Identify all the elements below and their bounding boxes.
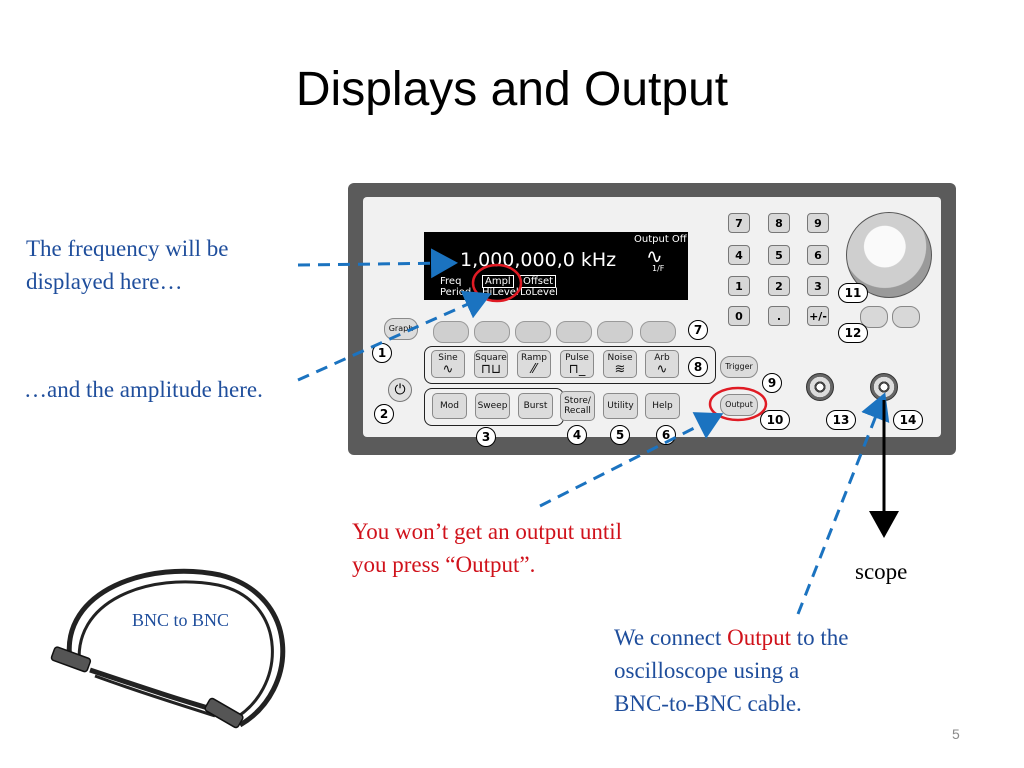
key-5[interactable]: 5 [768,245,790,265]
frequency-annotation-line2: displayed here… [26,269,183,294]
key-decimal[interactable]: . [768,306,790,326]
graph-button[interactable]: Graph [384,318,418,340]
callout-11: 11 [838,283,868,303]
softkey-label-ampl: Ampl [482,275,514,288]
store-recall-button[interactable]: Store/ Recall [560,391,595,421]
callout-9: 9 [762,373,782,393]
output-highlight-circle [708,386,768,422]
page-number: 5 [952,726,960,742]
sine-display-icon: ∿ [646,244,663,268]
arb-button[interactable]: Arb∿ [645,350,679,378]
connect-annotation-line3: BNC-to-BNC cable. [614,691,802,716]
key-1[interactable]: 1 [728,276,750,296]
sweep-button[interactable]: Sweep [475,393,510,419]
output-annotation-line2: you press “Output”. [352,552,536,577]
connect-pre: We connect [614,625,728,650]
period-label: 1/F [652,264,665,273]
callout-3: 3 [476,427,496,447]
power-icon[interactable]: ⏻ [388,378,412,402]
trigger-button[interactable]: Trigger [720,356,758,378]
arrow-right-button[interactable] [892,306,920,328]
ramp-button[interactable]: Ramp⁄⁄ [517,350,551,378]
callout-8: 8 [688,357,708,377]
utility-button[interactable]: Utility [603,393,638,419]
softkey-6[interactable] [640,321,676,343]
sine-button-label: Sine [438,353,458,363]
pulse-button[interactable]: Pulse⊓_ [560,350,594,378]
amplitude-arrow [297,290,492,382]
arb-button-label: Arb [654,353,670,363]
softkey-3[interactable] [515,321,551,343]
sine-button[interactable]: Sine∿ [431,350,465,378]
callout-10: 10 [760,410,790,430]
connect-post: to the [790,625,849,650]
callout-5: 5 [610,425,630,445]
mod-button[interactable]: Mod [432,393,467,419]
callout-2: 2 [374,404,394,424]
slide-title: Displays and Output [295,63,729,116]
arrow-left-button[interactable] [860,306,888,328]
connect-output-word: Output [727,625,791,650]
output-button-arrow [539,412,724,508]
softkey-label-period: Period [440,287,472,298]
arb-wave-icon: ∿ [656,362,668,377]
burst-button[interactable]: Burst [518,393,553,419]
key-4[interactable]: 4 [728,245,750,265]
square-button[interactable]: Square⊓⊔ [474,350,508,378]
pulse-wave-icon: ⊓_ [568,362,586,377]
callout-14: 14 [893,410,923,430]
lcd-display: Output Off 1,000,000,0 kHz ∿ 1/F Freq Am… [424,232,688,300]
output-annotation-line1: You won’t get an output until [352,519,623,544]
key-2[interactable]: 2 [768,276,790,296]
softkey-4[interactable] [556,321,592,343]
callout-4: 4 [567,425,587,445]
square-wave-icon: ⊓⊔ [480,362,502,377]
key-3[interactable]: 3 [807,276,829,296]
output-button[interactable]: Output [720,394,758,416]
ramp-button-label: Ramp [520,353,548,363]
key-7[interactable]: 7 [728,213,750,233]
sine-wave-icon: ∿ [442,362,454,377]
ramp-wave-icon: ⁄⁄ [531,362,537,377]
pulse-button-label: Pulse [565,353,589,363]
connect-annotation-line2: oscilloscope using a [614,658,800,683]
amplitude-annotation: …and the amplitude here. [24,377,263,402]
noise-button-label: Noise [607,353,633,363]
frequency-annotation: The frequency will be displayed here… [26,232,228,298]
softkey-5[interactable] [597,321,633,343]
key-6[interactable]: 6 [807,245,829,265]
key-9[interactable]: 9 [807,213,829,233]
softkey-label-hilevel: HiLevel [482,287,519,298]
connect-annotation-line1: We connect Output to the [614,621,848,654]
callout-13: 13 [826,410,856,430]
softkey-1[interactable] [433,321,469,343]
square-button-label: Square [475,353,507,363]
softkey-label-freq: Freq [440,276,462,287]
help-button[interactable]: Help [645,393,680,419]
frequency-arrow [297,248,458,279]
sync-bnc-connector[interactable] [806,373,834,401]
frequency-annotation-line1: The frequency will be [26,236,229,261]
softkey-2[interactable] [474,321,510,343]
waveform-button-group [424,346,716,384]
bnc-cable-illustration [50,568,286,729]
noise-button[interactable]: Noise≋ [603,350,637,378]
output-annotation: You won’t get an output until you press … [352,515,622,581]
callout-12: 12 [838,323,868,343]
key-0[interactable]: 0 [728,306,750,326]
connect-annotation: We connect Output to the oscilloscope us… [614,621,848,720]
ampl-highlight-circle [471,263,523,303]
softkey-label-lolevel: LoLevel [520,287,558,298]
scope-label: scope [855,559,908,584]
cable-label: BNC to BNC [132,610,230,630]
output-status: Output Off [634,234,687,245]
callout-7: 7 [688,320,708,340]
noise-wave-icon: ≋ [614,362,626,377]
key-plus-minus[interactable]: +/- [807,306,829,326]
key-8[interactable]: 8 [768,213,790,233]
